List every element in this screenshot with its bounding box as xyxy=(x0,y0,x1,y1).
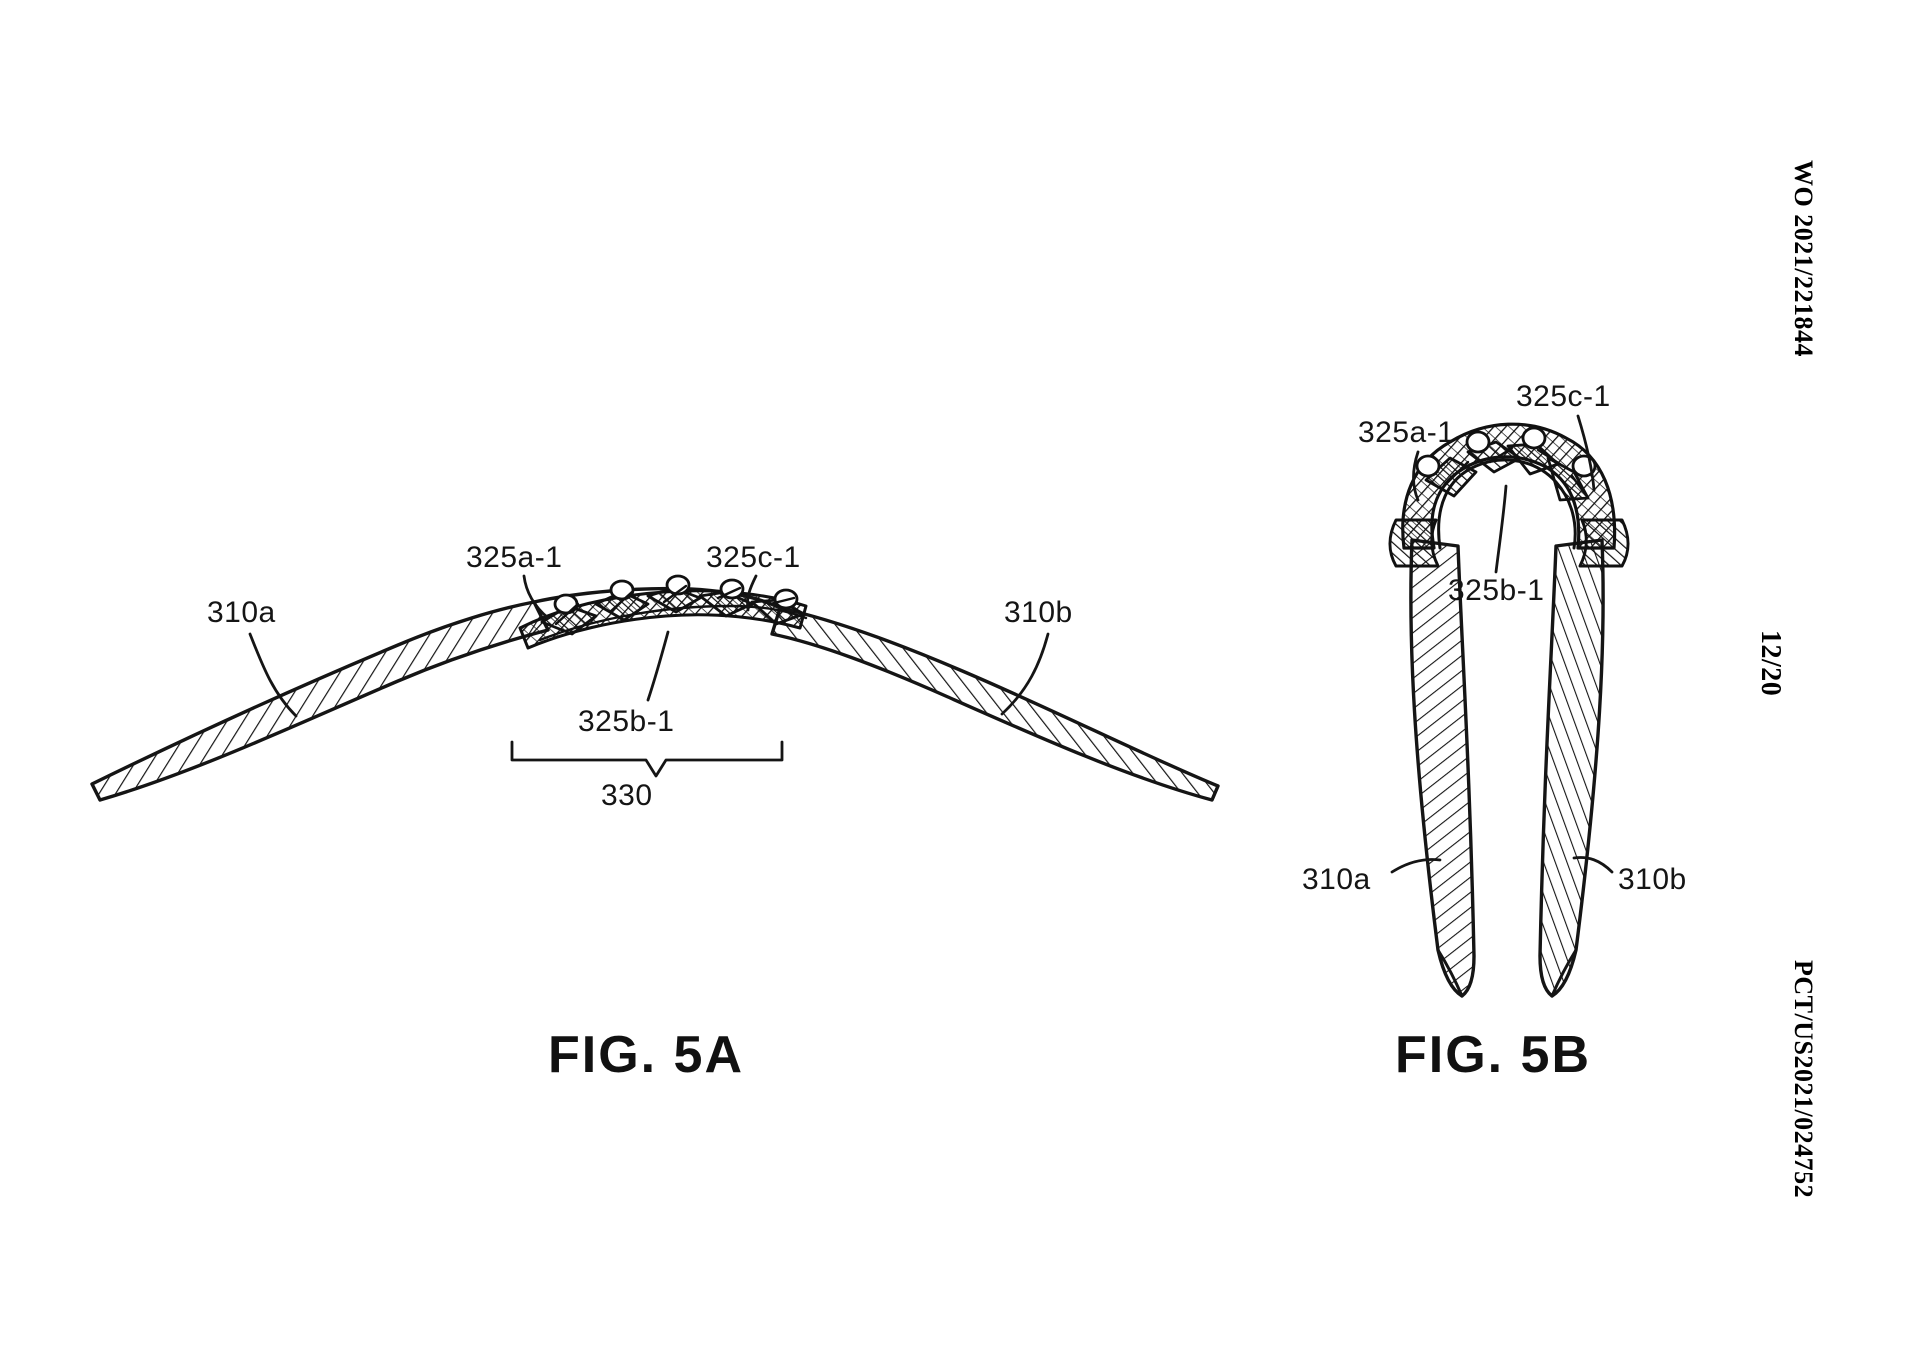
fig5a-label-325a-1: 325a-1 xyxy=(466,541,563,574)
fig5b-label-310a: 310a xyxy=(1302,863,1371,896)
fig5a-artwork xyxy=(92,576,1218,800)
fig5b-leader-310b xyxy=(1574,858,1612,872)
fig5a-commissure-caps xyxy=(555,576,797,613)
fig5a-left-tip xyxy=(92,784,100,800)
fig5a-label-325b-1: 325b-1 xyxy=(578,705,675,738)
fig5b-left-leg xyxy=(1411,540,1474,996)
fig5a-commissure-325b1 xyxy=(648,588,700,612)
fig5a-label-325c-1: 325c-1 xyxy=(706,541,801,574)
fig5a-commissure-325c1 xyxy=(752,600,804,624)
fig5a-right-tip xyxy=(1212,786,1218,800)
fig5b-commissure-caps xyxy=(1417,428,1595,476)
fig5b-label-325a-1: 325a-1 xyxy=(1358,416,1455,449)
fig5a-cap-1 xyxy=(555,595,577,613)
fig5a-right-leaflet xyxy=(772,608,1218,800)
fig5a-commissure-elements xyxy=(542,588,804,634)
fig5b-leg-tips xyxy=(1438,950,1576,996)
fig5a-leader-325a1 xyxy=(524,576,548,618)
fig5a-leader-310b xyxy=(1002,634,1048,714)
fig5a-left-leaflet xyxy=(92,602,548,800)
fig5b-artwork xyxy=(1390,416,1628,996)
fig5a-leader-310a xyxy=(250,634,296,716)
fig5b-leader-325c1 xyxy=(1578,416,1594,490)
fig5a-cap-3 xyxy=(667,576,689,594)
fig5a-leader-lines xyxy=(250,576,1048,716)
fig5b-leader-325b1 xyxy=(1496,486,1506,572)
fig5a-label-310b: 310b xyxy=(1004,596,1073,629)
fig5b-cap-1 xyxy=(1417,456,1439,476)
fig5a-leader-325b1 xyxy=(648,632,668,700)
fig5b-leader-310a xyxy=(1392,860,1440,873)
fig5b-crown-shoulders xyxy=(1390,520,1628,566)
fig5b-leader-lines xyxy=(1392,416,1612,872)
fig5b-label-310b: 310b xyxy=(1618,863,1687,896)
fig5b-label-325c-1: 325c-1 xyxy=(1516,380,1611,413)
fig5a-label-330: 330 xyxy=(601,779,653,812)
fig5a-label-310a: 310a xyxy=(207,596,276,629)
fig5a-commissure-detail xyxy=(540,586,806,640)
fig5b-leader-325a1 xyxy=(1414,452,1419,500)
fig5b-right-leg xyxy=(1540,540,1603,996)
fig5b-cap-3 xyxy=(1523,428,1545,448)
fig5b-label-325b-1: 325b-1 xyxy=(1448,574,1545,607)
fig5a-leader-325c1 xyxy=(747,576,756,610)
fig5b-shoulder-right xyxy=(1580,520,1628,566)
fig5a-commissure-knuckle-4 xyxy=(700,592,752,616)
fig5b-cap-2 xyxy=(1467,432,1489,452)
fig5b-shoulder-left xyxy=(1390,520,1438,566)
fig5b-caption: FIG. 5B xyxy=(1395,1026,1592,1084)
fig5b-crown-detail xyxy=(1444,448,1588,498)
fig5a-bracket-330 xyxy=(512,742,782,776)
fig5a-cap-2 xyxy=(611,581,633,599)
fig5a-caption: FIG. 5A xyxy=(548,1026,745,1084)
